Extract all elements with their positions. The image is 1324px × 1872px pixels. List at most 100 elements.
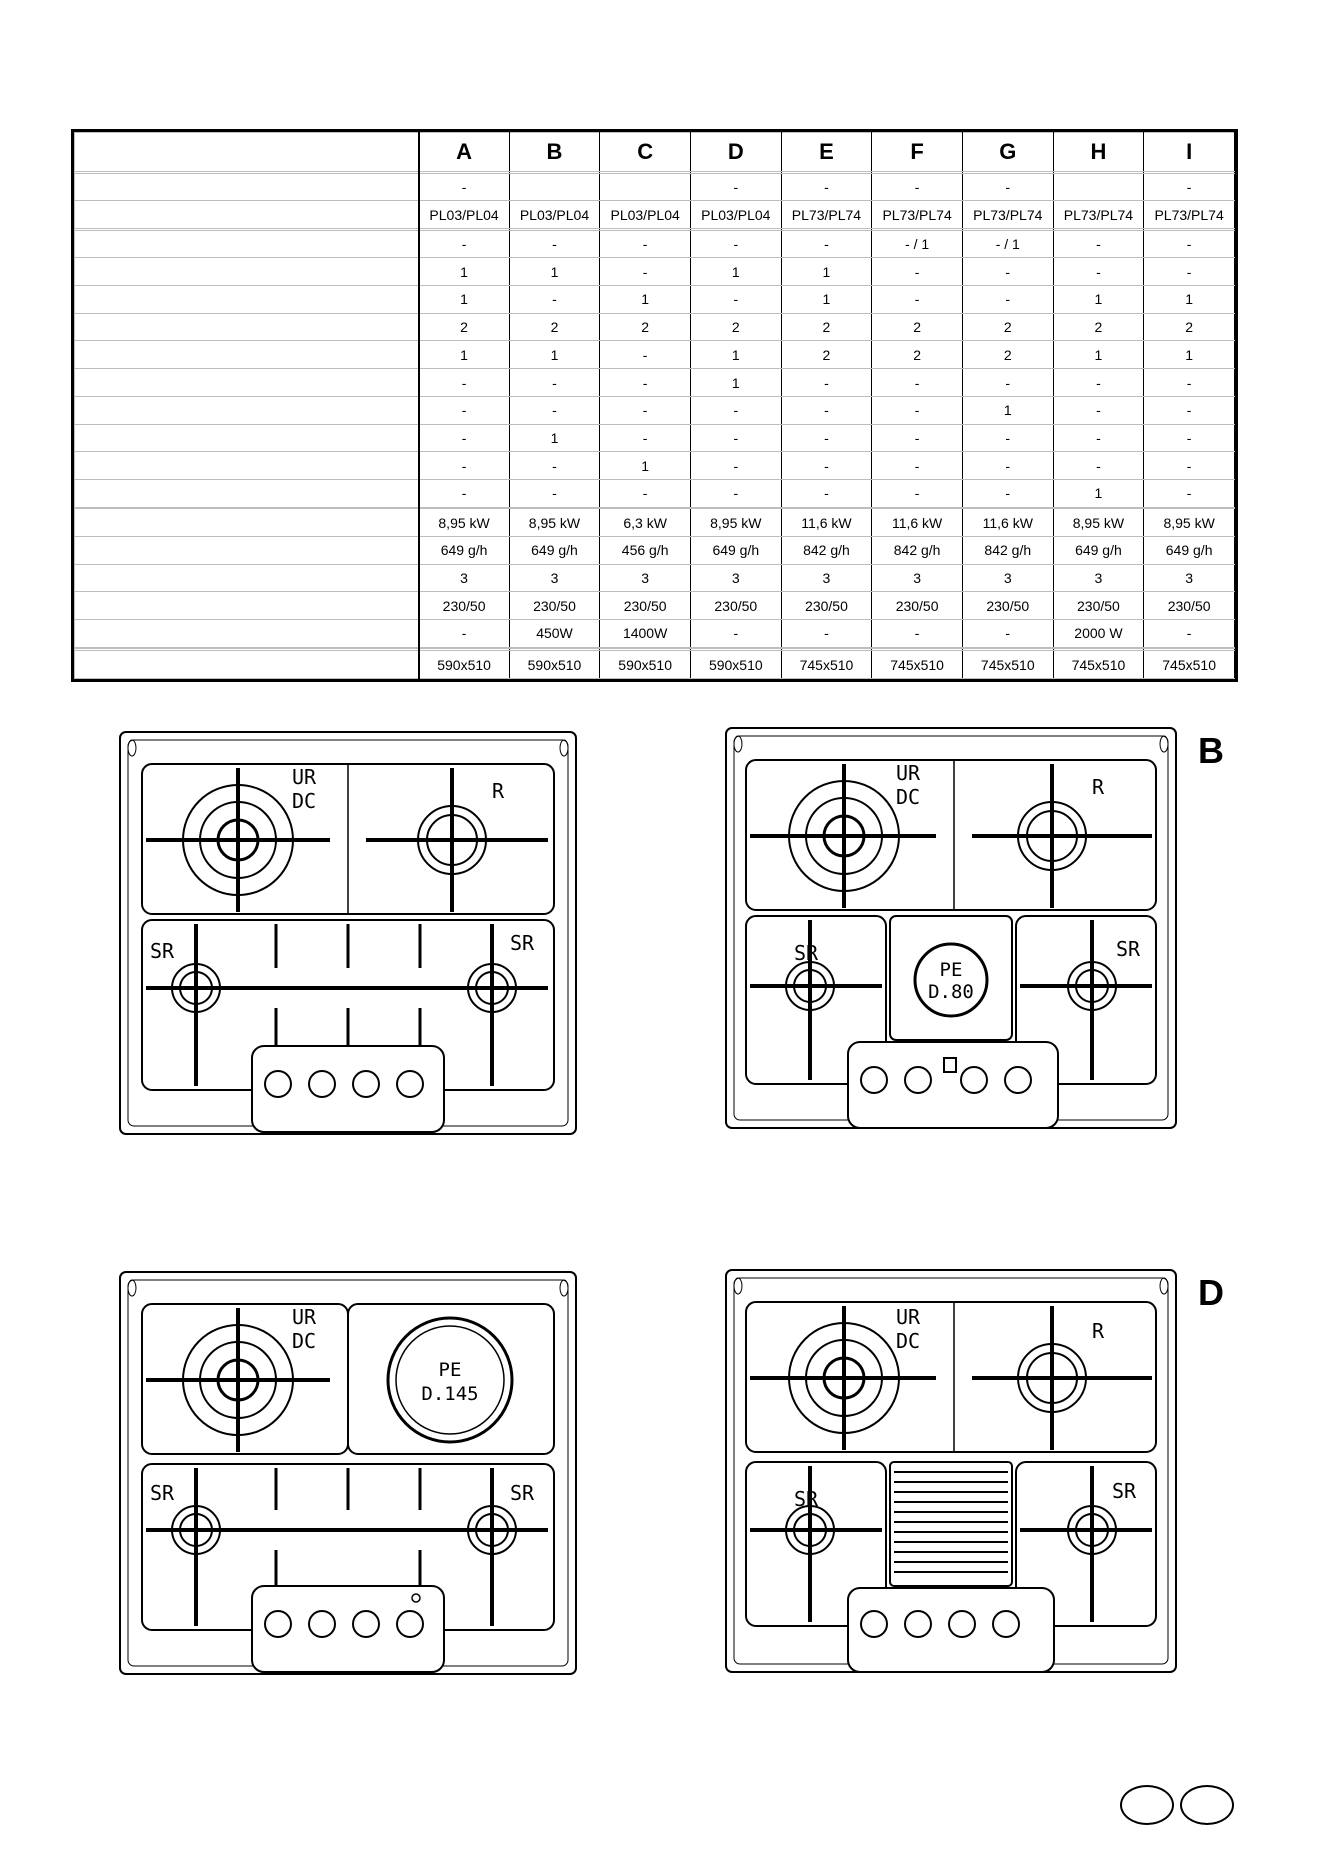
table-cell: 1 (599, 285, 691, 314)
table-cell: PL73/PL74 (1052, 200, 1145, 230)
column-header: H (1052, 132, 1145, 172)
plate-label: D.80 (928, 981, 974, 1003)
table-cell: - / 1 (871, 229, 963, 259)
column-header: D (689, 132, 782, 172)
table-cell: - (780, 619, 873, 648)
table-cell: 2 (780, 312, 873, 342)
table-cell: - (418, 451, 510, 480)
table-cell: - (689, 451, 782, 480)
table-cell: 1 (599, 451, 691, 480)
row-label-cell (74, 257, 420, 287)
table-row: -------1- (74, 478, 1235, 508)
table-cell: 230/50 (689, 591, 782, 621)
table-cell: 590x510 (418, 650, 510, 679)
table-cell: - (780, 451, 873, 480)
table-cell: - (599, 478, 691, 508)
burner-label: SR (1112, 1479, 1137, 1503)
table-cell: - (1143, 619, 1235, 648)
table-cell: 2 (961, 340, 1054, 370)
table-row: --1------ (74, 451, 1235, 480)
table-cell: - (1143, 257, 1235, 287)
table-cell: - (1052, 423, 1145, 453)
table-cell (599, 172, 691, 202)
table-cell: 8,95 kW (689, 508, 782, 538)
table-cell: - (689, 478, 782, 508)
table-cell: 3 (961, 563, 1054, 593)
table-cell: 1 (508, 423, 601, 453)
table-cell: - (418, 423, 510, 453)
burner-label: UR (292, 765, 317, 789)
table-cell: - (599, 229, 691, 259)
hob-b-svg: UR DC R SR SR PE D.80 (725, 727, 1177, 1129)
table-cell: - / 1 (961, 229, 1054, 259)
column-header: E (780, 132, 873, 172)
table-cell: 450W (508, 619, 601, 648)
row-label-cell (74, 229, 420, 259)
table-cell: 1 (508, 340, 601, 370)
table-cell: 649 g/h (689, 536, 782, 565)
row-label-cell (74, 478, 420, 508)
table-cell: 1 (689, 340, 782, 370)
table-cell: 590x510 (599, 650, 691, 679)
table-cell: - (871, 257, 963, 287)
table-cell: - (1143, 395, 1235, 425)
table-cell: 3 (689, 563, 782, 593)
table-cell: - (689, 619, 782, 648)
table-cell: - (961, 368, 1054, 397)
table-cell: 230/50 (871, 591, 963, 621)
table-cell: 230/50 (599, 591, 691, 621)
table-row: ------1-- (74, 395, 1235, 425)
table-cell: 1 (1052, 478, 1145, 508)
table-cell: PL73/PL74 (871, 200, 963, 230)
table-cell: - (599, 395, 691, 425)
table-cell: 230/50 (1143, 591, 1235, 621)
table-cell: - (871, 423, 963, 453)
burner-label: UR (896, 1305, 921, 1329)
table-cell: - (508, 285, 601, 314)
table-cell: 842 g/h (780, 536, 873, 565)
hob-d-svg: UR DC R SR SR (725, 1269, 1177, 1673)
table-cell: 230/50 (961, 591, 1054, 621)
row-label-cell (74, 423, 420, 453)
table-cell: 3 (1143, 563, 1235, 593)
burner-label: SR (794, 1487, 819, 1511)
burner-label: SR (150, 1481, 175, 1505)
table-cell: - (599, 257, 691, 287)
table-cell: - (508, 368, 601, 397)
table-cell: - (599, 340, 691, 370)
table-cell: - (961, 451, 1054, 480)
table-cell: PL03/PL04 (689, 200, 782, 230)
table-cell: - (1052, 451, 1145, 480)
model-letter: B (1198, 730, 1224, 771)
burner-label: DC (896, 1329, 920, 1353)
column-header: F (871, 132, 963, 172)
table-cell: - (871, 619, 963, 648)
table-cell: 6,3 kW (599, 508, 691, 538)
table-cell: - (418, 478, 510, 508)
plate-label: PE (940, 959, 963, 981)
table-cell: 1 (961, 395, 1054, 425)
table-cell: 2 (689, 312, 782, 342)
row-label-cell (74, 650, 420, 679)
table-cell: - (871, 368, 963, 397)
table-cell: - (1052, 257, 1145, 287)
row-label-cell (74, 451, 420, 480)
hob-b-drawing: UR DC R SR SR PE D.80 (722, 724, 1180, 1134)
burner-label: SR (1116, 937, 1141, 961)
table-row: ---1----- (74, 368, 1235, 397)
burner-label: SR (510, 1481, 535, 1505)
row-label-cell (74, 368, 420, 397)
hob-a-drawing: UR DC R SR SR (116, 728, 580, 1140)
burner-label: R (1092, 1319, 1105, 1343)
table-cell: - (689, 285, 782, 314)
burner-label: UR (292, 1305, 317, 1329)
table-cell: 11,6 kW (780, 508, 873, 538)
table-cell: PL73/PL74 (961, 200, 1054, 230)
table-cell: 590x510 (689, 650, 782, 679)
